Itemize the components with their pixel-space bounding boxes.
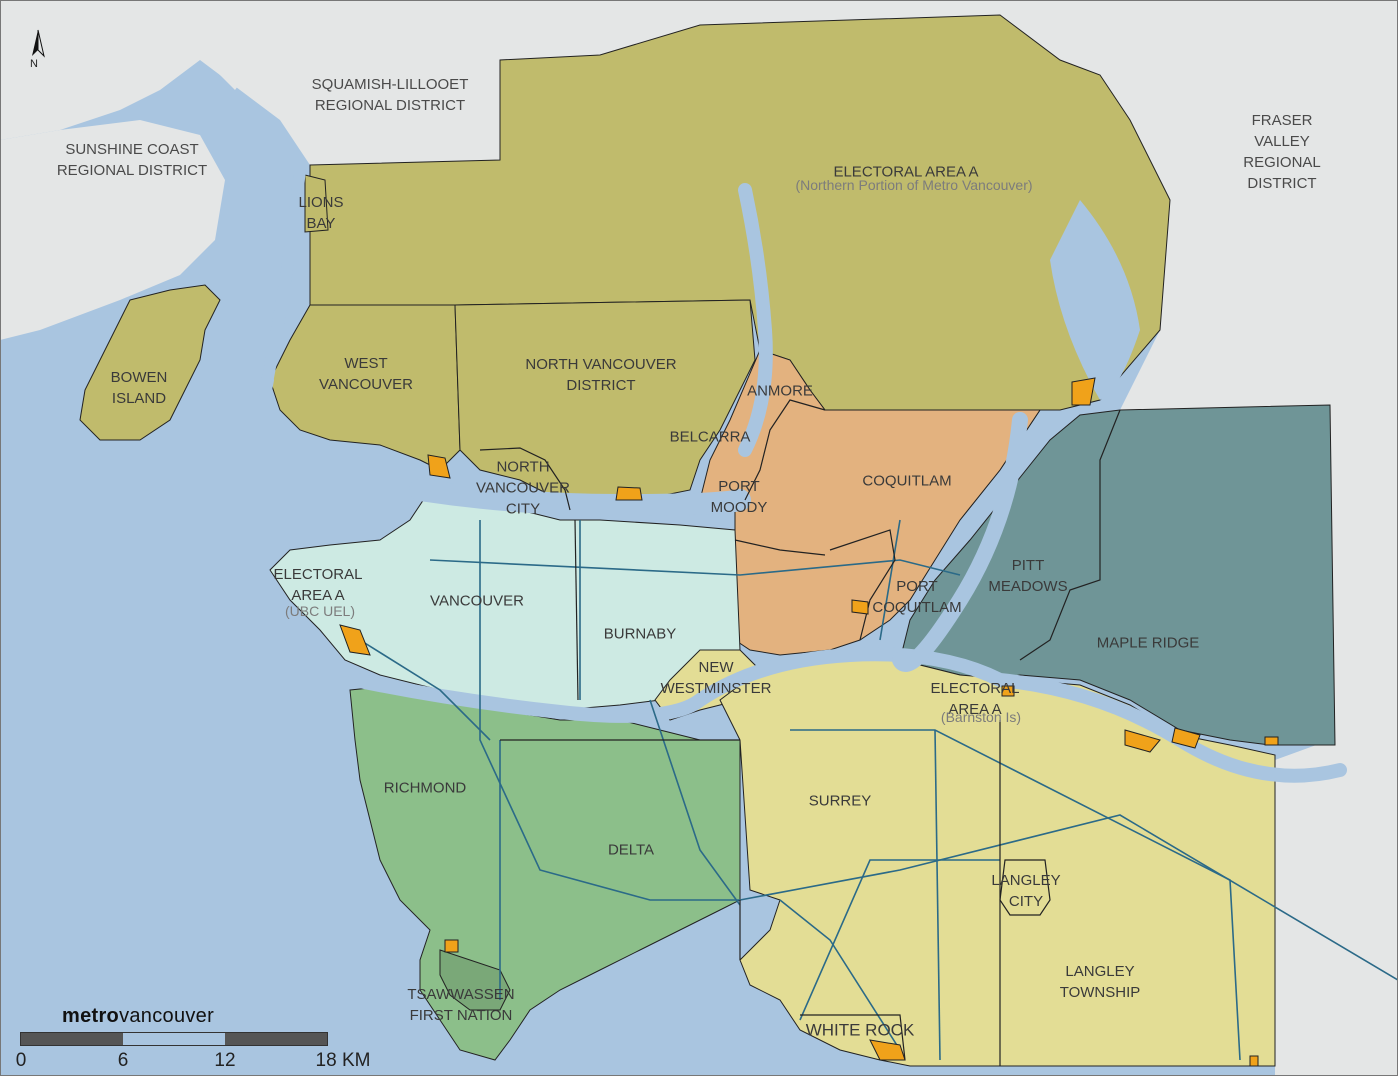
label-white-rock: WHITE ROCK [805,1020,915,1040]
label-electoral-ubc-sub: (UBC UEL) [284,603,356,619]
label-tsawwassen: TSAWWASSEN FIRST NATION [407,986,515,1024]
scale-segment-2 [123,1033,225,1045]
label-langley-city: LANGLEY CITY [991,872,1061,910]
label-richmond: RICHMOND [383,779,467,797]
label-north-van-city: NORTH VANCOUVER CITY [476,458,570,518]
indian-arm [738,183,773,457]
scale-tick-0: 0 [15,1050,27,1071]
label-port-coquitlam: PORT COQUITLAM [872,578,962,616]
reserve-parcels [339,377,1279,1067]
label-sunshine-coast: SUNSHINE COAST REGIONAL DISTRICT [56,141,208,179]
label-fraser-valley: FRASER VALLEY REGIONAL DISTRICT [1243,112,1321,192]
logo-regular: vancouver [119,1005,215,1027]
label-lions-bay: LIONS BAY [298,194,344,232]
scale-tick-18: 18 KM [315,1050,371,1071]
label-vancouver: VANCOUVER [430,592,524,610]
pitt-lake [1050,200,1140,400]
label-west-vancouver: WEST VANCOUVER [319,355,413,393]
howe-sound [259,164,306,400]
metro-vancouver-logo: metrovancouver [62,1005,214,1028]
road-network [359,519,1398,1061]
label-north-van-district: NORTH VANCOUVER DISTRICT [525,356,677,394]
label-langley-township: LANGLEY TOWNSHIP [1059,963,1141,1001]
label-port-moody: PORT MOODY [710,478,768,516]
label-electoral-north-sub: (Northern Portion of Metro Vancouver) [795,177,1033,193]
scale-segment-1 [21,1033,123,1045]
label-coquitlam: COQUITLAM [862,472,952,490]
label-maple-ridge: MAPLE RIDGE [1096,634,1200,652]
scale-segment-3 [225,1033,327,1045]
label-surrey: SURREY [808,792,872,810]
pitt-river [892,412,1028,672]
label-electoral-barnston-sub: (Barnston Is) [940,709,1022,725]
label-new-westminster: NEW WESTMINSTER [660,659,772,697]
outside-island-small [215,20,250,90]
area-bowen-island [79,284,221,441]
label-electoral-north: ELECTORAL AREA A [833,163,979,181]
label-pitt-meadows: PITT MEADOWS [988,557,1068,595]
scale-tick-12: 12 [214,1050,236,1071]
logo-bold: metro [62,1005,120,1027]
scale-tick-6: 6 [117,1050,129,1071]
label-squamish: SQUAMISH-LILLOOET REGIONAL DISTRICT [311,76,469,114]
label-burnaby: BURNABY [603,625,677,643]
area-lions-bay [304,174,329,233]
label-belcarra: BELCARRA [669,428,751,446]
label-electoral-ubc: ELECTORAL AREA A [273,566,363,604]
area-tsawwassen [439,949,511,1011]
label-electoral-barnston: ELECTORAL AREA A [930,680,1020,718]
north-arrow-icon [32,29,45,58]
scale-bar [20,1032,328,1046]
outside-land-sunshine [0,120,225,340]
outside-land-north [0,0,1398,700]
outside-land-east [1275,700,1398,1076]
label-bowen-island: BOWEN ISLAND [110,369,168,407]
burrard-inlet [409,479,751,517]
label-anmore: ANMORE [747,382,813,400]
north-letter: N [30,58,38,70]
label-delta: DELTA [607,841,655,859]
